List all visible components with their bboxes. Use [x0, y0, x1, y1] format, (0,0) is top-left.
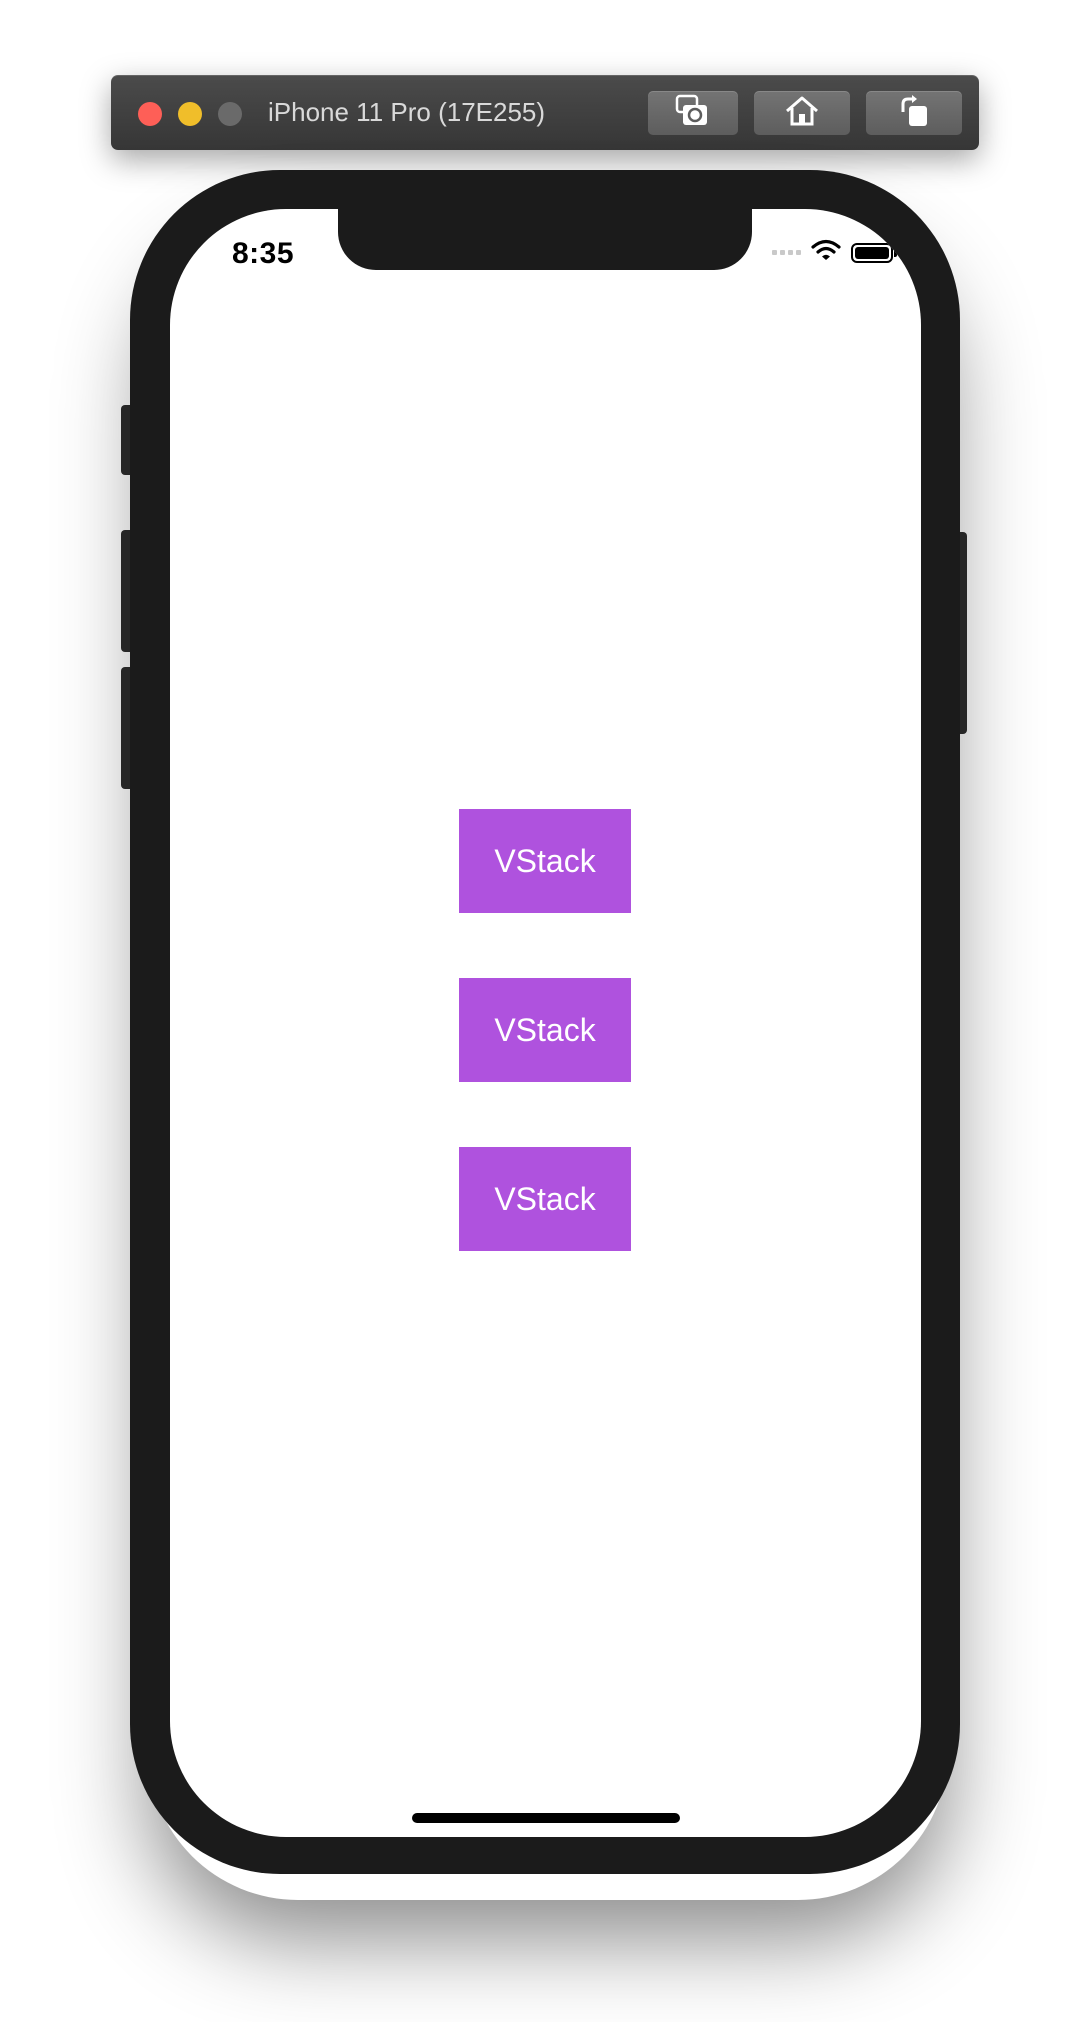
battery-icon: [851, 242, 897, 263]
wifi-icon: [811, 239, 841, 266]
vstack-item-3: VStack: [459, 1147, 631, 1251]
minimize-button[interactable]: [178, 102, 202, 126]
home-icon: [784, 95, 820, 132]
signal-icon: [772, 250, 801, 255]
close-button[interactable]: [138, 102, 162, 126]
home-button[interactable]: [754, 91, 850, 135]
rotate-icon: [897, 94, 931, 133]
screenshot-button[interactable]: [648, 91, 738, 135]
vstack-item-2: VStack: [459, 978, 631, 1082]
vstack-label: VStack: [494, 1011, 596, 1048]
status-time: 8:35: [232, 237, 295, 270]
camera-icon: [675, 94, 711, 133]
rotate-button[interactable]: [866, 91, 962, 135]
vstack-label: VStack: [494, 1180, 596, 1217]
home-indicator[interactable]: [412, 1813, 680, 1823]
window-title: iPhone 11 Pro (17E255): [268, 97, 546, 127]
notch: [338, 209, 752, 270]
zoom-button[interactable]: [218, 102, 242, 126]
vstack-label: VStack: [494, 842, 596, 879]
device-screen: 8:35 VStack VStack VStack: [170, 209, 921, 1837]
vstack-item-1: VStack: [459, 809, 631, 913]
status-icons: [772, 239, 897, 266]
